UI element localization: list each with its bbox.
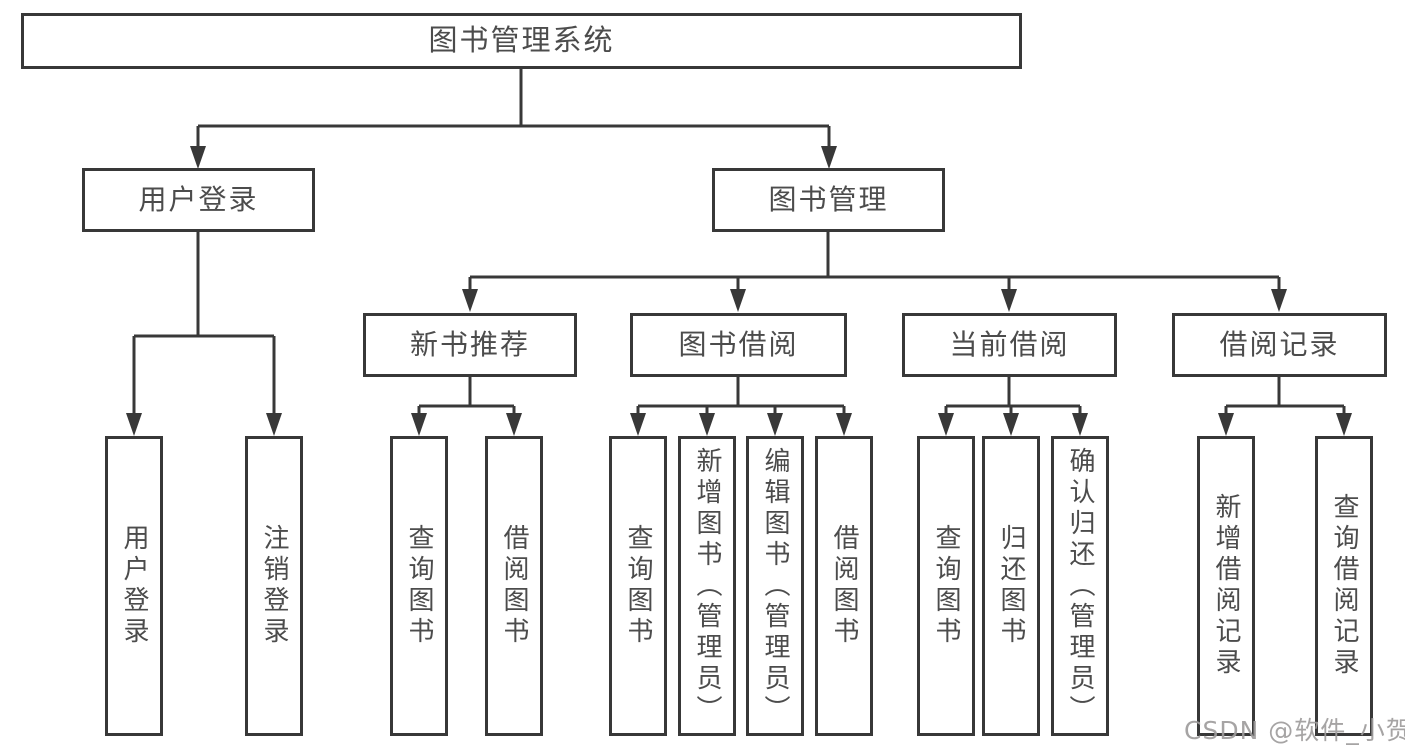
- node-root: 图书管理系统: [21, 13, 1022, 69]
- leaf-bb-borrow-books: 借阅图书: [815, 436, 873, 736]
- arrowhead-icon: [699, 413, 715, 436]
- connector-new-book-recommend: [417, 377, 516, 418]
- connector-borrowing-records: [1224, 377, 1346, 418]
- arrowhead-icon: [938, 413, 954, 436]
- arrowhead-icon: [1003, 413, 1019, 436]
- node-book-management: 图书管理: [712, 168, 945, 232]
- leaf-logout-login: 注销登录: [245, 436, 303, 736]
- leaf-nbr-query-books: 查询图书: [390, 436, 448, 736]
- arrowhead-icon: [462, 289, 478, 312]
- leaf-nbr-borrow-books: 借阅图书: [485, 436, 543, 736]
- arrowhead-icon: [767, 413, 783, 436]
- arrowhead-icon: [1072, 413, 1088, 436]
- arrowhead-icon: [266, 413, 282, 436]
- arrowhead-icon: [1271, 289, 1287, 312]
- connector-book-borrowing: [636, 377, 846, 418]
- leaf-bb-query-books: 查询图书: [609, 436, 667, 736]
- node-book-borrowing: 图书借阅: [630, 313, 847, 377]
- leaf-br-add-record: 新增借阅记录: [1197, 436, 1255, 736]
- arrowhead-icon: [126, 413, 142, 436]
- connector-current-borrowing: [944, 377, 1082, 418]
- arrowheads: [126, 146, 1352, 436]
- node-current-borrowing: 当前借阅: [902, 313, 1117, 377]
- leaf-cb-confirm-return-admin: 确认归还（管理员）: [1051, 436, 1109, 736]
- connector-root: [196, 69, 831, 150]
- arrowhead-icon: [836, 413, 852, 436]
- arrowhead-icon: [1336, 413, 1352, 436]
- node-user-login: 用户登录: [82, 168, 315, 232]
- leaf-cb-return-books: 归还图书: [982, 436, 1040, 736]
- arrowhead-icon: [506, 413, 522, 436]
- arrowhead-icon: [1001, 289, 1017, 312]
- connector-book-management: [468, 232, 1281, 295]
- csdn-watermark: CSDN @软件_小贺同学: [1184, 716, 1405, 745]
- arrowhead-icon: [821, 146, 837, 169]
- arrowhead-icon: [190, 146, 206, 169]
- leaf-bb-add-books-admin: 新增图书（管理员）: [678, 436, 736, 736]
- connector-user-login: [132, 232, 276, 418]
- arrowhead-icon: [411, 413, 427, 436]
- leaf-br-query-record: 查询借阅记录: [1315, 436, 1373, 736]
- leaf-user-login: 用户登录: [105, 436, 163, 736]
- arrowhead-icon: [630, 413, 646, 436]
- node-new-book-recommend: 新书推荐: [363, 313, 577, 377]
- node-borrowing-records: 借阅记录: [1172, 313, 1387, 377]
- leaf-cb-query-books: 查询图书: [917, 436, 975, 736]
- arrowhead-icon: [730, 289, 746, 312]
- arrowhead-icon: [1218, 413, 1234, 436]
- leaf-bb-edit-books-admin: 编辑图书（管理员）: [746, 436, 804, 736]
